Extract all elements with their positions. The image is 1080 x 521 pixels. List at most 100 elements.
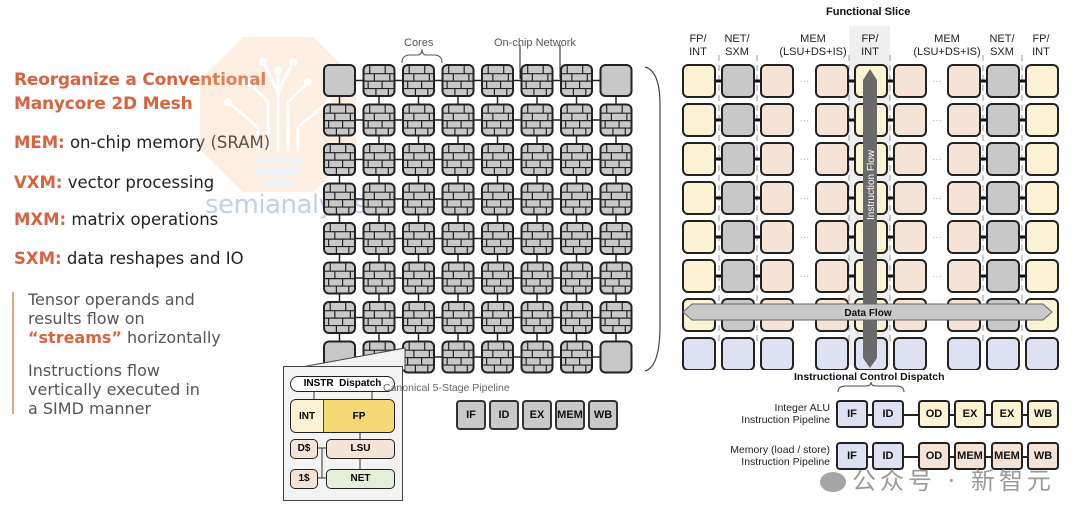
canonical-stage-mem: MEM bbox=[555, 400, 585, 430]
note-streams: Tensor operands and results flow on “str… bbox=[28, 290, 221, 347]
core-tile bbox=[402, 103, 435, 137]
ellipsis-dots: ··· bbox=[932, 154, 942, 165]
ellipsis-dots: ··· bbox=[932, 271, 942, 282]
slice-header-line: FP/ bbox=[1032, 33, 1050, 45]
slice-tile-fp bbox=[1025, 103, 1059, 137]
slice-header-line: INT bbox=[1032, 46, 1050, 58]
core-tile bbox=[441, 64, 475, 97]
slice-tile-net bbox=[986, 220, 1020, 254]
canonical-stage-ex: EX bbox=[522, 400, 552, 430]
core-tile bbox=[362, 301, 396, 334]
core-tile bbox=[520, 103, 554, 137]
dispatch-tile bbox=[1025, 337, 1059, 370]
core-tile bbox=[323, 103, 356, 137]
pipeline-stage-mem: MEM bbox=[954, 442, 986, 470]
label-cores: Cores bbox=[404, 37, 434, 49]
slice-tile-fp bbox=[1025, 220, 1059, 254]
instructional-control-dispatch-label: Instructional Control Dispatch bbox=[794, 371, 945, 383]
title-line-1: Reorganize a Conventional bbox=[14, 70, 266, 90]
ellipsis-dots: ··· bbox=[932, 232, 942, 243]
core-tile bbox=[520, 182, 554, 216]
core-tile bbox=[560, 261, 593, 295]
core-tile bbox=[560, 301, 593, 334]
data-flow-label: Data Flow bbox=[844, 308, 891, 319]
slice-tile-net bbox=[986, 64, 1020, 98]
core-tile bbox=[402, 261, 435, 295]
slice-header-line: FP/ bbox=[689, 33, 707, 45]
slice-tile-net bbox=[721, 181, 755, 215]
slice-tile-fp bbox=[682, 142, 716, 176]
slice-header-line: INT bbox=[861, 46, 879, 58]
note-line: a SIMD manner bbox=[28, 399, 152, 418]
term-vxm: VXM: vector processing bbox=[14, 173, 214, 192]
data-flow-arrow bbox=[682, 303, 1053, 321]
term-key: MEM: bbox=[14, 133, 65, 152]
slice-tile-mem bbox=[947, 220, 981, 254]
slice-tile-net bbox=[721, 220, 755, 254]
core-tile bbox=[599, 261, 633, 295]
term-desc: vector processing bbox=[62, 173, 215, 192]
slice-header: FP/INT bbox=[1001, 33, 1080, 59]
note-line: Tensor operands and bbox=[28, 290, 195, 309]
core-tile bbox=[323, 143, 356, 176]
core-tile bbox=[323, 301, 356, 334]
ellipsis-dots: ··· bbox=[932, 76, 942, 87]
term-desc: data reshapes and IO bbox=[61, 249, 244, 268]
term-key: VXM: bbox=[14, 173, 63, 192]
pipeline-stage-od: OD bbox=[918, 400, 950, 428]
callout-connectors bbox=[313, 392, 373, 479]
dispatch-tile bbox=[721, 337, 755, 370]
core-tile bbox=[362, 261, 396, 295]
pipeline-stage-ex: EX bbox=[954, 400, 986, 428]
wechat-watermark: 公众号 · 新智元 bbox=[820, 461, 1055, 496]
note-line: Instructions flow bbox=[28, 361, 161, 380]
dispatch-tile bbox=[986, 337, 1020, 370]
ellipsis-dots: ··· bbox=[800, 154, 810, 165]
int-fp-unit: INT FP bbox=[290, 399, 395, 433]
slice-header-line: MEM bbox=[934, 33, 960, 45]
title-line-2: Manycore 2D Mesh bbox=[14, 94, 193, 114]
core-tile bbox=[520, 261, 554, 295]
pipeline-stage-wb: WB bbox=[1027, 400, 1059, 428]
slice-tile-net bbox=[721, 142, 755, 176]
core-tile bbox=[481, 222, 514, 255]
core-tile bbox=[520, 64, 554, 97]
dcache-box: D$ bbox=[290, 439, 318, 459]
core-tile bbox=[560, 103, 593, 137]
slice-tile-mem bbox=[815, 64, 849, 98]
slice-header-line: NET/ bbox=[989, 33, 1015, 45]
term-key: SXM: bbox=[14, 249, 62, 268]
wechat-text: 公众号 · 新智元 bbox=[852, 467, 1055, 495]
slice-tile-mem bbox=[893, 259, 927, 293]
core-tile bbox=[560, 222, 593, 255]
slice-tile-mem bbox=[815, 142, 849, 176]
icache-box: 1$ bbox=[290, 469, 318, 489]
slice-tile-mem bbox=[815, 259, 849, 293]
slice-tile-fp bbox=[1025, 64, 1059, 98]
ellipsis-dots: ··· bbox=[800, 193, 810, 204]
io-tile bbox=[599, 64, 633, 97]
slice-tile-fp bbox=[1025, 259, 1059, 293]
canonical-stage-id: ID bbox=[489, 400, 519, 430]
pipeline-label: Memory (load / store)Instruction Pipelin… bbox=[730, 444, 830, 468]
slice-header: NET/SXM bbox=[962, 33, 1042, 59]
slice-tile-fp bbox=[682, 181, 716, 215]
dispatch-tile bbox=[815, 337, 849, 370]
slice-tile-fp bbox=[682, 220, 716, 254]
slice-tile-mem bbox=[947, 142, 981, 176]
core-tile bbox=[520, 301, 554, 334]
pipeline-label-line: Integer ALU bbox=[774, 402, 830, 414]
slice-header-line: NET/ bbox=[724, 33, 750, 45]
note-instructions: Instructions flow vertically executed in… bbox=[28, 361, 200, 418]
slice-tile-mem bbox=[947, 103, 981, 137]
note-line: results flow on bbox=[28, 309, 145, 328]
ellipsis-dots: ··· bbox=[800, 232, 810, 243]
core-tile bbox=[481, 64, 514, 97]
slice-header-line: (LSU+DS+IS) bbox=[779, 46, 847, 58]
slice-tile-net bbox=[721, 64, 755, 98]
slice-tile-fp bbox=[1025, 181, 1059, 215]
core-tile bbox=[362, 222, 396, 255]
ellipsis-dots: ··· bbox=[932, 193, 942, 204]
slice-header: FP/INT bbox=[658, 33, 738, 59]
